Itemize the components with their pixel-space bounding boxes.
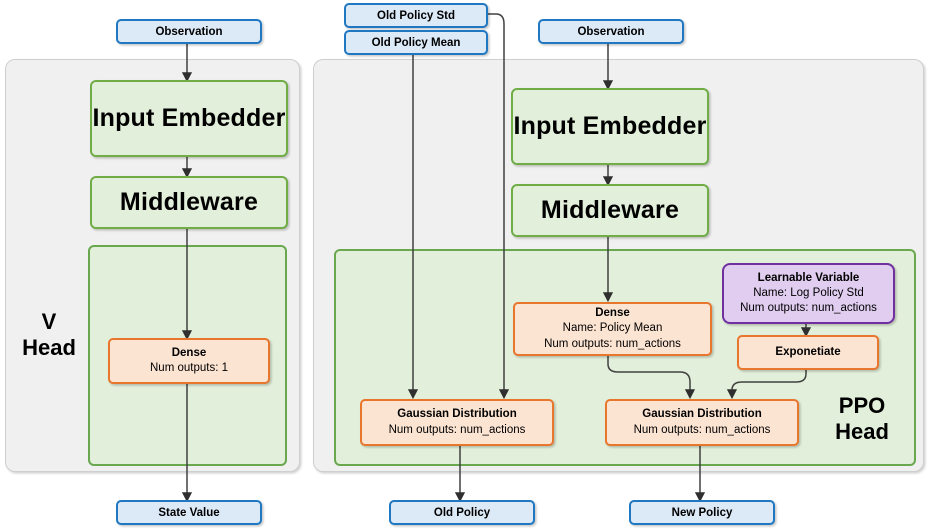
ppo-head-gaussian-new[interactable]: Gaussian Distribution Num outputs: num_a… xyxy=(605,399,799,446)
output-state-value[interactable]: State Value xyxy=(116,500,262,525)
ppo-head-dense-title: Dense xyxy=(595,307,630,320)
ppo-head-learnable-variable[interactable]: Learnable Variable Name: Log Policy Std … xyxy=(722,263,895,324)
v-head-label-line2: Head xyxy=(22,335,76,360)
input-old-policy-mean[interactable]: Old Policy Mean xyxy=(344,30,488,55)
learnable-variable-num-outputs: Num outputs: num_actions xyxy=(740,302,877,315)
input-old-policy-mean-label: Old Policy Mean xyxy=(371,36,461,49)
output-state-value-label: State Value xyxy=(158,506,220,519)
v-head-middleware[interactable]: Middleware xyxy=(90,176,288,229)
output-old-policy-label: Old Policy xyxy=(433,506,491,519)
v-head-label: V Head xyxy=(14,305,84,365)
input-old-policy-std[interactable]: Old Policy Std xyxy=(344,3,488,28)
v-head-input-embedder[interactable]: Input Embedder xyxy=(90,80,288,157)
output-new-policy[interactable]: New Policy xyxy=(629,500,775,525)
input-observation-left-label: Observation xyxy=(155,25,223,38)
output-new-policy-label: New Policy xyxy=(671,506,733,519)
output-old-policy[interactable]: Old Policy xyxy=(389,500,535,525)
ppo-head-dense[interactable]: Dense Name: Policy Mean Num outputs: num… xyxy=(513,302,712,356)
gaussian-old-num-outputs: Num outputs: num_actions xyxy=(388,423,526,436)
gaussian-new-title: Gaussian Distribution xyxy=(642,408,762,421)
gaussian-new-num-outputs: Num outputs: num_actions xyxy=(633,423,771,436)
ppo-head-exponetiate[interactable]: Exponetiate xyxy=(737,335,879,370)
v-head-dense[interactable]: Dense Num outputs: 1 xyxy=(108,338,270,384)
ppo-head-input-embedder[interactable]: Input Embedder xyxy=(511,88,709,165)
v-head-input-embedder-label: Input Embedder xyxy=(92,104,286,132)
gaussian-old-title: Gaussian Distribution xyxy=(397,408,517,421)
ppo-head-middleware[interactable]: Middleware xyxy=(511,184,709,237)
v-head-label-line1: V xyxy=(41,309,57,335)
input-observation-right[interactable]: Observation xyxy=(538,19,684,44)
ppo-head-dense-num-outputs: Num outputs: num_actions xyxy=(544,337,681,350)
ppo-head-gaussian-old[interactable]: Gaussian Distribution Num outputs: num_a… xyxy=(360,399,554,446)
ppo-head-exponetiate-label: Exponetiate xyxy=(775,345,841,358)
input-observation-right-label: Observation xyxy=(577,25,645,38)
v-head-dense-title: Dense xyxy=(171,346,207,359)
v-head-dense-num-outputs: Num outputs: 1 xyxy=(150,362,228,374)
learnable-variable-title: Learnable Variable xyxy=(757,271,860,284)
ppo-head-input-embedder-label: Input Embedder xyxy=(513,112,707,140)
ppo-head-label-line1: PPO xyxy=(838,393,886,419)
input-observation-left[interactable]: Observation xyxy=(116,19,262,44)
input-old-policy-std-label: Old Policy Std xyxy=(377,9,455,22)
v-head-middleware-label: Middleware xyxy=(119,188,259,216)
ppo-head-middleware-label: Middleware xyxy=(540,196,680,224)
ppo-head-dense-name: Name: Policy Mean xyxy=(562,322,663,335)
ppo-head-label: PPO Head xyxy=(816,388,908,450)
ppo-head-label-line2: Head xyxy=(835,419,889,444)
learnable-variable-name: Name: Log Policy Std xyxy=(753,286,864,299)
